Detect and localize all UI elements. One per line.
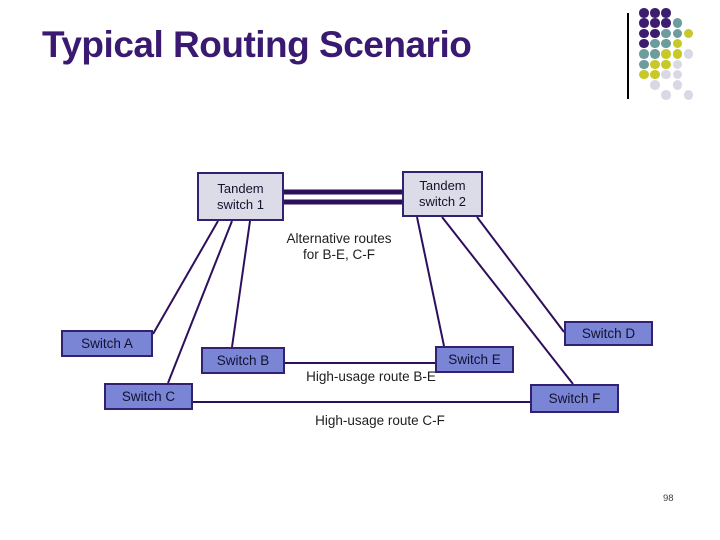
decoration-dot (639, 59, 649, 69)
decoration-dot (650, 69, 660, 80)
node-switch-f: Switch F (530, 384, 619, 413)
decoration-dot (639, 69, 649, 80)
decoration-dot (661, 38, 671, 49)
decoration-dot (650, 38, 660, 49)
node-tandem-switch-2: Tandem switch 2 (402, 171, 483, 217)
node-switch-b: Switch B (201, 347, 285, 374)
edge-tandem2-to-switch-e (416, 216, 445, 347)
node-switch-d: Switch D (564, 321, 653, 346)
decoration-dot (639, 8, 649, 18)
edge-tandem1-to-switch-c (167, 220, 233, 384)
decoration-dot (639, 18, 649, 28)
label-alternative-routes: Alternative routes for B-E, C-F (286, 231, 392, 262)
decoration-dot (661, 18, 671, 28)
slide-title: Typical Routing Scenario (42, 24, 472, 65)
decoration-dot (661, 49, 671, 59)
decoration-dot (672, 80, 683, 90)
decoration-dot (672, 18, 683, 28)
decoration-vertical-line (627, 13, 629, 99)
decoration-dot (650, 28, 660, 39)
decoration-dot (639, 28, 649, 39)
decoration-dot (661, 90, 671, 100)
decoration-dot (683, 90, 694, 100)
decoration-dot (672, 28, 683, 39)
decoration-dot (683, 28, 694, 39)
decoration-dot (672, 38, 683, 49)
node-switch-e: Switch E (435, 346, 514, 373)
decoration-dot (650, 49, 660, 59)
node-switch-c: Switch C (104, 383, 193, 410)
decoration-dot (672, 59, 683, 69)
edge-tandem2-to-switch-d (476, 216, 565, 333)
decoration-dot (661, 8, 671, 18)
decoration-dot (639, 38, 649, 49)
decoration-dot (650, 80, 660, 90)
decoration-dot (639, 49, 649, 59)
label-high-usage-route-b-e: High-usage route B-E (306, 369, 436, 384)
decoration-dot (650, 59, 660, 69)
decoration-dot (650, 8, 660, 18)
decoration-dot (661, 28, 671, 39)
decoration-dot (683, 49, 694, 59)
edge-tandem2-to-switch-f (441, 216, 574, 385)
page-number: 98 (663, 493, 674, 504)
edge-tandem1-to-switch-b (231, 220, 251, 348)
edge-tandem1-to-switch-a (152, 220, 219, 335)
decoration-dot (672, 49, 683, 59)
decoration-dot (661, 59, 671, 69)
node-tandem-switch-1: Tandem switch 1 (197, 172, 284, 221)
decoration-dot (661, 69, 671, 80)
label-high-usage-route-c-f: High-usage route C-F (315, 413, 445, 428)
decoration-dot (650, 18, 660, 28)
node-switch-a: Switch A (61, 330, 153, 357)
decoration-dot (672, 69, 683, 80)
